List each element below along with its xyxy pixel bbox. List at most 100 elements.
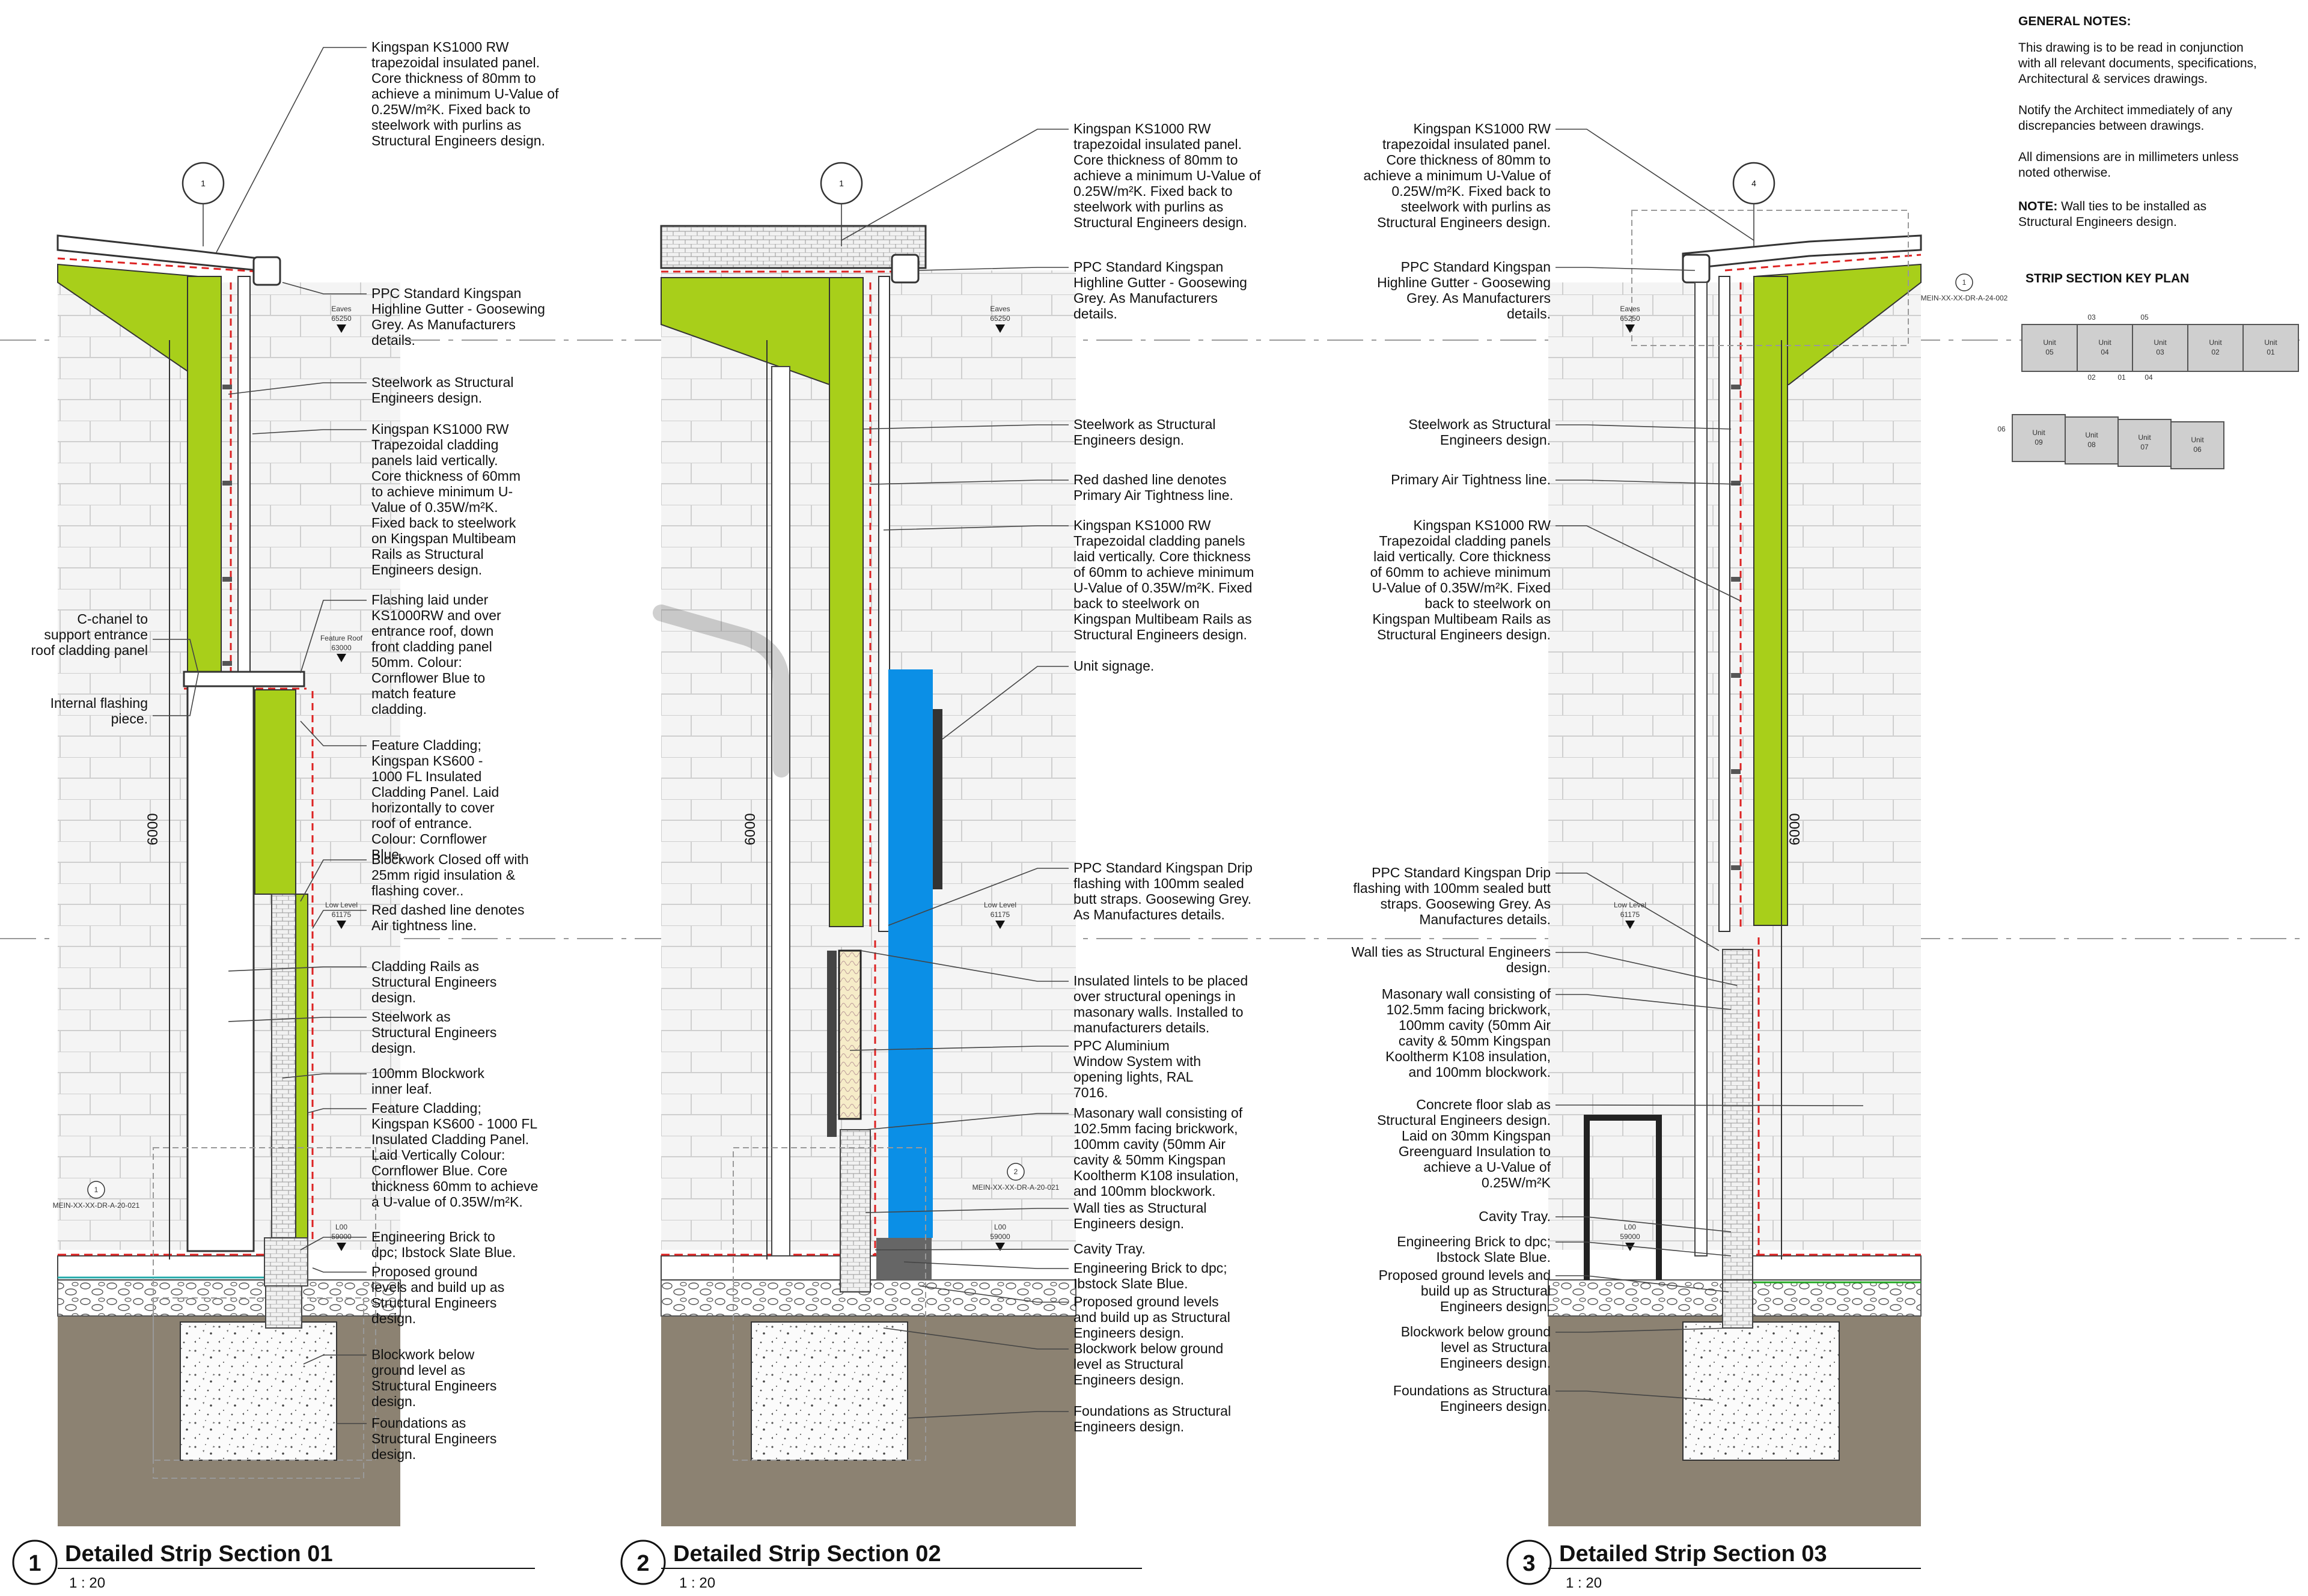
key-plan-unit-number: 01: [2267, 348, 2275, 356]
note-line: PPC Standard Kingspan: [1401, 259, 1551, 275]
section-3-note: Cavity Tray.: [1479, 1208, 1551, 1224]
section-scale: 1 : 20: [679, 1575, 715, 1591]
section-scale: 1 : 20: [1566, 1575, 1602, 1591]
note-line: details.: [1073, 306, 1117, 321]
note-line: 25mm rigid insulation &: [371, 867, 515, 883]
note-line: details.: [371, 332, 415, 348]
note-line: piece.: [111, 711, 148, 726]
note-line: flashing cover..: [371, 883, 463, 898]
note-line: Structural Engineers design.: [1377, 627, 1551, 642]
note-line: back to steelwork on: [1073, 595, 1200, 611]
section-2-note: Engineering Brick to dpc;Ibstock Slate B…: [1073, 1260, 1227, 1291]
note-line: Kingspan KS600 -: [371, 753, 483, 769]
svg-text:1: 1: [1962, 278, 1967, 287]
note-line: front cladding panel: [371, 639, 492, 654]
key-plan-marker: 04: [2145, 373, 2153, 382]
note-line: Manufactures details.: [1419, 912, 1551, 927]
note-line: Kingspan KS600 - 1000 FL: [371, 1116, 537, 1132]
note-line: steelwork with purlins as: [1401, 199, 1551, 215]
note-line: Kingspan Multibeam Rails as: [1372, 611, 1551, 627]
note-line: ground level as: [371, 1362, 465, 1378]
dimension-6000: 6000: [145, 813, 161, 845]
note-line: Core thickness of 80mm to: [1073, 152, 1238, 168]
note-line: Feature Cladding;: [371, 1100, 481, 1116]
note-line: Structural Engineers design.: [1377, 1112, 1551, 1128]
note-line: Trapezoidal cladding panels: [1379, 533, 1551, 549]
note-line: level as Structural: [1441, 1339, 1551, 1355]
leader-line: [870, 480, 1069, 485]
note-line: flashing with 100mm sealed butt: [1353, 880, 1551, 896]
leader-line: [849, 1046, 1069, 1051]
note-line: Steelwork as Structural: [1409, 416, 1551, 432]
section-title: Detailed Strip Section 01: [65, 1541, 333, 1567]
level-marker-low: Low Level 61175: [325, 901, 358, 929]
note-line: Engineers design.: [1073, 1419, 1184, 1434]
note-line: Structural Engineers: [371, 1025, 496, 1040]
key-plan-unit-number: 04: [2101, 348, 2109, 356]
note-line: straps. Goosewing Grey. As: [1381, 896, 1551, 912]
note-line: Grey. As Manufacturers: [1406, 290, 1551, 306]
note-line: 100mm Blockwork: [371, 1065, 484, 1081]
note-line: Proposed ground levels: [1073, 1294, 1219, 1309]
note-line: 0.25W/m²K. Fixed back to: [1391, 183, 1551, 199]
note-line: Blue.: [371, 847, 403, 862]
note-line: build up as Structural: [1421, 1283, 1551, 1299]
steel-column: [829, 277, 864, 927]
note-line: Engineers design.: [371, 390, 482, 406]
key-plan-unit: [2132, 324, 2188, 372]
key-plan-unit: [2187, 324, 2244, 372]
note-line: cavity & 50mm Kingspan: [1399, 1033, 1551, 1049]
leader-line: [282, 282, 367, 294]
drawing-reference: MEIN-XX-XX-DR-A-24-002: [1921, 294, 2008, 302]
note-line: design.: [371, 1311, 416, 1326]
note-line: Kingspan KS1000 RW: [1073, 121, 1211, 136]
leader-line: [300, 720, 367, 746]
cladding-rails: [1731, 385, 1741, 870]
note-line: laid vertically. Core thickness: [1373, 549, 1551, 564]
note-line: Cornflower Blue to: [371, 670, 485, 686]
note-line: 102.5mm facing brickwork,: [1073, 1121, 1238, 1136]
svg-text:63000: 63000: [331, 644, 352, 652]
note-line: Structural Engineers: [371, 1295, 496, 1311]
key-plan-title: STRIP SECTION KEY PLAN: [2026, 272, 2189, 285]
leader-line: [153, 639, 199, 674]
note-line: Engineers design.: [1440, 1299, 1551, 1314]
note-line: horizontally to cover: [371, 800, 495, 815]
note-line: Colour: Cornflower: [371, 831, 487, 847]
leader-line: [1555, 1275, 1729, 1293]
svg-text:L00: L00: [335, 1223, 347, 1231]
note-line: Proposed ground levels and: [1379, 1267, 1551, 1283]
svg-text:59000: 59000: [331, 1232, 352, 1241]
note-line: Kingspan Multibeam Rails as: [1073, 611, 1252, 627]
external-cladding: [1718, 276, 1730, 932]
note-line: Wall ties as Structural: [1073, 1200, 1207, 1216]
dimension-6000: 6000: [742, 813, 759, 845]
key-plan-unit-number: 09: [2035, 438, 2043, 446]
note-line: thickness 60mm to achieve: [371, 1178, 538, 1194]
key-plan-unit: [2065, 416, 2119, 464]
note-line: steelwork with purlins as: [1073, 199, 1223, 215]
masonry-wall: [1722, 949, 1753, 1287]
section-scale: 1 : 20: [69, 1575, 105, 1591]
svg-text:2: 2: [1014, 1168, 1018, 1176]
note-line: Insulated Cladding Panel.: [371, 1132, 529, 1147]
leader-line: [312, 1267, 367, 1273]
note-line: Highline Gutter - Goosewing: [1377, 275, 1551, 290]
section-number-bubble: [12, 1540, 58, 1585]
leader-line: [300, 859, 367, 902]
leader-line: [153, 672, 199, 716]
window-mullion: [827, 951, 837, 1137]
key-plan-marker: 02: [2087, 373, 2096, 382]
note-line: Foundations as Structural: [1073, 1403, 1231, 1419]
key-plan-unit-number: 06: [2193, 445, 2202, 454]
